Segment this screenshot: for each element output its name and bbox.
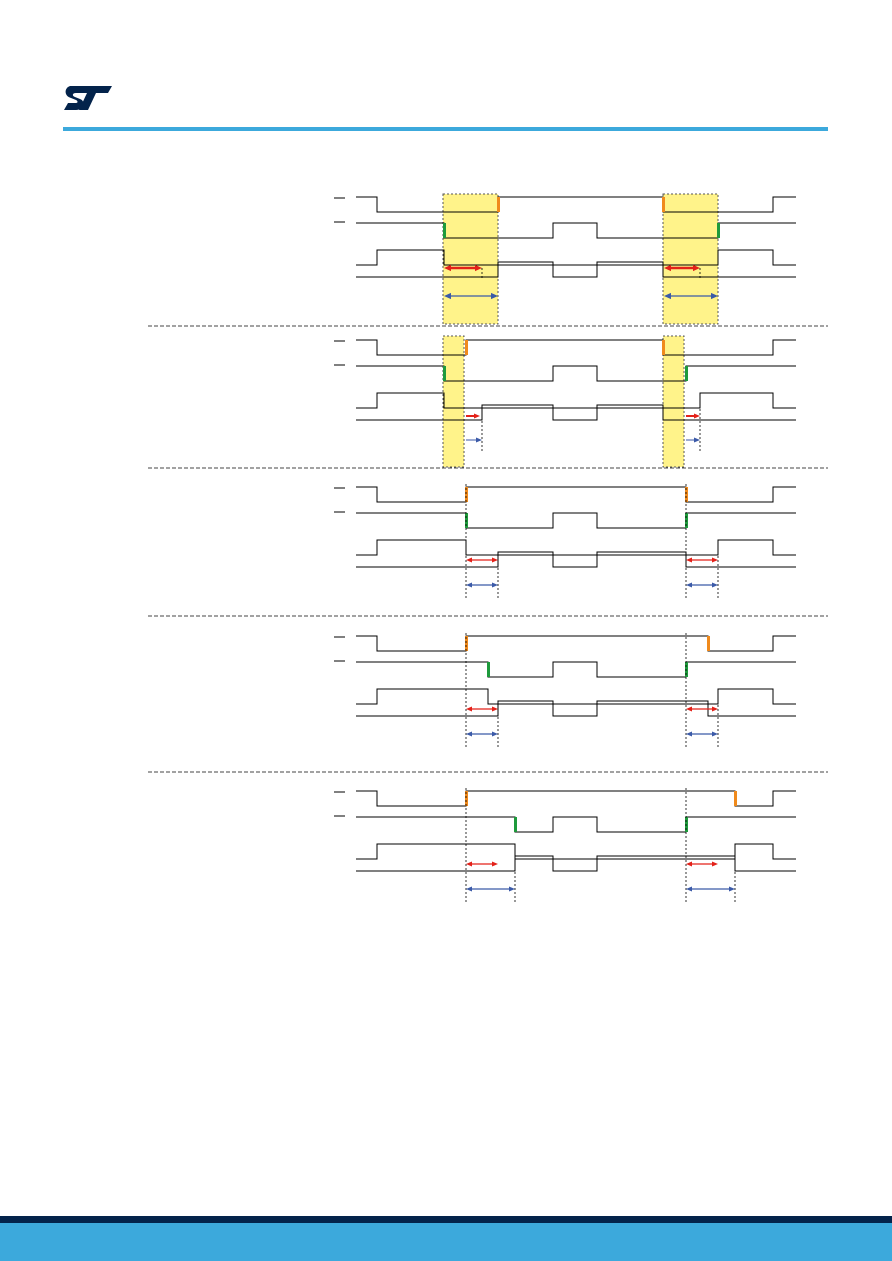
panel-1-red-arrow-2-head-left (664, 264, 671, 272)
panel-3-edge-green-2 (685, 513, 688, 528)
panel-3-blue-arrow-1-head-right (492, 582, 498, 588)
panel-4-red-arrow-1-head-left (466, 706, 472, 712)
panel-4-blue-arrow-1-head-right (492, 731, 498, 737)
panel-5-blue-arrow-1-head-right (509, 886, 515, 892)
panel-1-highlight-1 (442, 193, 499, 325)
panel-3-edge-orange-2 (685, 487, 688, 502)
panel-4-edge-green-1 (487, 662, 490, 677)
panel-1-edge-orange-1 (497, 197, 500, 212)
panel-3-waveform-c (356, 539, 796, 556)
panel-5-red-arrow-2-head-left (686, 861, 692, 867)
panel-5-blue-arrow-2-head-left (686, 886, 692, 892)
panel-2-waveform-b (356, 365, 796, 382)
panel-5-blue-arrow-2-head-right (729, 886, 735, 892)
panel-4-red-arrow-2-head-right (712, 706, 718, 712)
panel-4-waveform-c (356, 688, 796, 705)
panel-5-red-arrow-1-head-left (466, 861, 472, 867)
panel-3-red-arrow-2-head-right (712, 557, 718, 563)
panel-1-blue-arrow-1-head-left (444, 292, 451, 300)
panel-5-edge-orange-2 (734, 791, 737, 806)
panel-1-blue-arrow-1-head-right (491, 292, 498, 300)
panel-4-edge-orange-1 (465, 636, 468, 651)
panel-3-red-arrow-2-head-left (686, 557, 692, 563)
panel-1-waveform-a (356, 196, 796, 213)
panel-3-red-arrow-1-head-right (492, 557, 498, 563)
footer-band (0, 1223, 892, 1261)
panel-3-edge-orange-1 (465, 487, 468, 502)
panel-3-blue-arrow-2-head-left (686, 582, 692, 588)
panel-2-edge-green-1 (443, 366, 446, 381)
panel-5-edge-green-2 (685, 817, 688, 832)
header-rule (63, 127, 828, 131)
panel-2-red-arrow-1-head (474, 413, 480, 419)
panel-4-waveform-a (356, 635, 796, 652)
footer-dark-band (0, 1216, 892, 1223)
panel-1-blue-arrow-2-head-right (711, 292, 718, 300)
panel-1-red-arrow-1-head-left (444, 264, 451, 272)
panel-5-waveform-d (356, 855, 796, 872)
panel-5-red-arrow-2-head-right (712, 861, 718, 867)
panel-5-edge-orange-1 (465, 791, 468, 806)
panel-1-blue-arrow-2-head-left (664, 292, 671, 300)
panel-5-waveform-b (356, 816, 796, 833)
panel-4-blue-arrow-2-head-left (686, 731, 692, 737)
panel-2-highlight-2 (662, 335, 685, 468)
panel-2-blue-arrow-2-head (694, 437, 700, 443)
panel-1-waveform-c (356, 249, 796, 266)
panel-1-red-arrow-2-head-right (693, 264, 700, 272)
panel-5-red-arrow-1-head-right (492, 861, 498, 867)
panel-1-edge-green-2 (717, 223, 720, 238)
panel-2-waveform-a (356, 339, 796, 356)
panel-2-red-arrow-2-head (694, 413, 700, 419)
panel-2-blue-arrow-1-head (476, 437, 482, 443)
panel-3-waveform-d (356, 551, 796, 568)
panel-1-waveform-b (356, 222, 796, 239)
panel-1-highlight-2 (662, 193, 719, 325)
panel-2-edge-orange-1 (465, 340, 468, 355)
panel-2-edge-green-2 (685, 366, 688, 381)
panel-1-red-arrow-1-head-right (475, 264, 482, 272)
panel-4-waveform-b (356, 661, 796, 678)
panel-3-red-arrow-1-head-left (466, 557, 472, 563)
panel-3-blue-arrow-2-head-right (712, 582, 718, 588)
panel-3-waveform-a (356, 486, 796, 503)
panel-2-edge-orange-2 (662, 340, 665, 355)
panel-5-waveform-c (356, 843, 796, 860)
st-logo-icon (64, 86, 112, 110)
panel-1-edge-green-1 (443, 223, 446, 238)
panel-3-blue-arrow-1-head-left (466, 582, 472, 588)
panel-4-red-arrow-2-head-left (686, 706, 692, 712)
panel-5-edge-green-1 (514, 817, 517, 832)
panel-4-edge-orange-2 (707, 636, 710, 651)
panel-4-red-arrow-1-head-right (492, 706, 498, 712)
panel-5-waveform-a (356, 790, 796, 807)
panel-4-waveform-d (356, 700, 796, 717)
panel-3-waveform-b (356, 512, 796, 529)
panel-5-blue-arrow-1-head-left (466, 886, 472, 892)
panel-3-edge-green-1 (465, 513, 468, 528)
panel-1-edge-orange-2 (662, 197, 665, 212)
panel-2-waveform-c (356, 392, 796, 409)
panel-1-waveform-d (356, 261, 796, 278)
panel-2-highlight-1 (442, 335, 465, 468)
panel-2-waveform-d (356, 404, 796, 421)
panel-4-blue-arrow-1-head-left (466, 731, 472, 737)
panel-4-blue-arrow-2-head-right (712, 731, 718, 737)
panel-4-edge-green-2 (685, 662, 688, 677)
